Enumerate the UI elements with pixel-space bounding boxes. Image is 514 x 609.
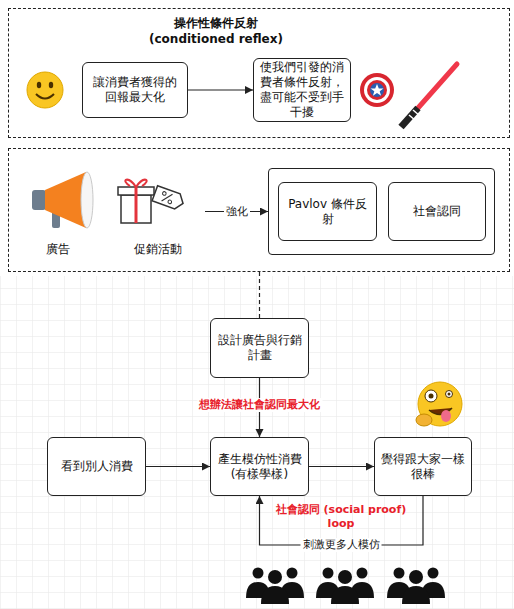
loop-label: 社會認同 (social proof) loop <box>268 503 414 531</box>
edge-label: 想辦法讓社會認同最大化 <box>197 398 322 412</box>
percent-slash <box>162 192 173 204</box>
node-text: 產生模仿性消費 (有樣學樣) <box>216 452 303 482</box>
head <box>428 568 439 579</box>
price-tag <box>152 186 186 211</box>
group-title: 操作性條件反射 (conditioned reflex) <box>141 15 291 47</box>
body <box>402 586 430 604</box>
head <box>253 568 264 579</box>
node-text: Pavlov 條件反射 <box>284 197 371 227</box>
node-text: 看到別人消費 <box>61 459 133 474</box>
body <box>331 586 359 604</box>
people-group <box>316 568 374 605</box>
group-box: Pavlov 條件反射 社會認同 <box>268 168 495 255</box>
head <box>268 570 282 584</box>
head <box>409 570 423 584</box>
process-box: 看到別人消費 <box>47 437 146 496</box>
hilt-band <box>409 115 416 121</box>
process-box: 讓消費者獲得的回報最大化 <box>82 62 188 118</box>
people-icons <box>246 568 445 605</box>
hand <box>416 414 432 426</box>
body <box>261 586 289 604</box>
connector <box>188 90 253 91</box>
megaphone-mouth <box>81 172 93 228</box>
head <box>338 570 352 584</box>
eye <box>37 82 41 88</box>
icon-node: 促銷活動 <box>110 165 205 260</box>
head <box>357 568 368 579</box>
ring <box>360 73 394 107</box>
process-box: 使我們引發的消費者條件反射，盡可能不受到手干擾 <box>253 58 351 122</box>
grid-background <box>0 276 514 609</box>
lightsaber-icon <box>401 64 457 127</box>
eye <box>49 82 53 88</box>
connector <box>309 466 374 467</box>
dashed-group: 操作性條件反射 (conditioned reflex) 讓消費者獲得的回報最大化… <box>8 8 510 138</box>
icon-caption: 廣告 <box>22 241 94 258</box>
star <box>371 84 384 96</box>
ring <box>364 77 390 103</box>
tongue <box>441 410 451 422</box>
shield-icon <box>360 73 394 107</box>
face <box>27 72 63 108</box>
head <box>323 568 334 579</box>
icon-caption: 促銷活動 <box>110 241 205 258</box>
process-box: 產生模仿性消費 (有樣學樣) <box>210 437 309 496</box>
gift-icon <box>118 180 186 223</box>
blade <box>418 64 457 108</box>
connector <box>146 466 210 467</box>
smiley-emoji <box>27 72 63 108</box>
connector-line <box>146 466 210 467</box>
dashed-group: 廣告促銷活動 Pavlov 條件反射 社會認同 <box>8 148 510 272</box>
edge-label: 強化 <box>224 205 250 219</box>
process-box: Pavlov 條件反射 <box>278 182 377 241</box>
hilt-band <box>413 110 420 116</box>
process-box: 覺得跟大家一樣很棒 <box>374 437 472 496</box>
tag-shape <box>152 186 186 211</box>
megaphone-icon <box>32 172 93 228</box>
head <box>394 568 405 579</box>
connector-line <box>259 272 260 318</box>
node-text: 社會認同 <box>413 204 461 219</box>
process-box: 設計廣告與行銷計畫 <box>210 318 309 378</box>
pupil <box>448 393 451 396</box>
icon-node: 廣告 <box>22 165 94 260</box>
zany-face-emoji <box>416 382 462 426</box>
connector-line <box>309 466 374 467</box>
smile <box>36 94 54 99</box>
megaphone-cone <box>45 172 86 228</box>
node-text: 使我們引發的消費者條件反射，盡可能不受到手干擾 <box>259 60 345 120</box>
connector <box>259 272 260 318</box>
percent-dot <box>162 191 167 196</box>
head <box>287 568 298 579</box>
node-text: 覺得跟大家一樣很棒 <box>380 452 466 482</box>
eye <box>446 391 453 398</box>
pupil <box>429 394 434 399</box>
ring <box>367 80 387 100</box>
node-text: 讓消費者獲得的回報最大化 <box>88 75 182 105</box>
percent-dot <box>167 200 172 205</box>
ring <box>370 83 384 97</box>
people-group <box>387 568 445 605</box>
node-text: 設計廣告與行銷計畫 <box>216 333 303 363</box>
process-box: 社會認同 <box>388 182 486 241</box>
hilt <box>401 108 418 127</box>
megaphone-back <box>32 190 46 210</box>
ribbon <box>135 187 138 223</box>
edge-label: 刺激更多人模仿 <box>301 538 382 552</box>
eye <box>425 390 437 402</box>
bow <box>125 180 146 187</box>
people-group <box>246 568 304 605</box>
connector-line <box>188 89 253 90</box>
